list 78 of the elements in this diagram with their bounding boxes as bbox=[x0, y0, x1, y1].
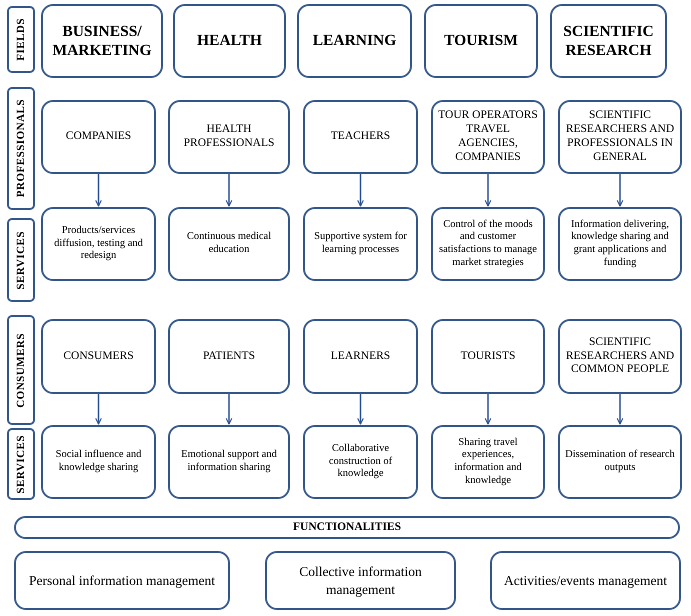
service-box bbox=[431, 425, 545, 499]
box-label: Collaborative construction of knowledge bbox=[328, 443, 394, 481]
field-box bbox=[297, 4, 412, 78]
box-label: LEARNERS bbox=[330, 350, 390, 364]
box-label: BUSINESS/ MARKETING bbox=[51, 22, 153, 60]
box-label: LEARNING bbox=[312, 31, 396, 51]
row-header bbox=[7, 218, 35, 302]
row-label: PROFESSIONALS bbox=[14, 99, 28, 198]
row-header bbox=[7, 87, 35, 210]
service-box bbox=[303, 207, 418, 281]
box-label: Emotional support and information sharing bbox=[180, 449, 278, 475]
service-box bbox=[168, 425, 290, 499]
arrow bbox=[616, 174, 624, 207]
service-box bbox=[303, 425, 418, 499]
role-box bbox=[558, 319, 682, 394]
box-label: Control of the moods and customer satisfactions to manage market strategies bbox=[438, 218, 538, 270]
box-label: SCIENTIFIC RESEARCHERS AND PROFESSIONALS IN GENERAL bbox=[565, 109, 675, 165]
box-label: TOURISTS bbox=[460, 350, 516, 364]
arrow bbox=[484, 394, 492, 425]
arrow bbox=[95, 394, 102, 425]
arrow bbox=[357, 394, 364, 425]
box-label: HEALTH bbox=[197, 31, 262, 51]
box-label: Sharing travel experiences, information and knowledge bbox=[453, 436, 523, 488]
box-label: Social influence and knowledge sharing bbox=[54, 449, 142, 475]
arrow bbox=[484, 174, 492, 207]
row-label: CONSUMERS bbox=[14, 332, 28, 408]
role-box bbox=[431, 319, 545, 394]
box-label: Products/services diffusion, testing and redesign bbox=[53, 225, 144, 263]
role-box bbox=[558, 100, 682, 174]
box-label: TOURISM bbox=[444, 31, 518, 51]
row-label: FIELDS bbox=[14, 18, 28, 61]
role-box bbox=[303, 319, 418, 394]
box-label: Supportive system for learning processes bbox=[313, 231, 408, 257]
box-label: Dissemination of research outputs bbox=[565, 449, 675, 475]
box-label: PATIENTS bbox=[203, 350, 255, 364]
function-box bbox=[490, 551, 681, 610]
arrow bbox=[226, 174, 232, 207]
box-label: COMPANIES bbox=[66, 130, 132, 144]
field-box bbox=[41, 4, 163, 78]
box-label: HEALTH PROFESSIONALS bbox=[182, 123, 276, 151]
box-label: SCIENTIFIC RESEARCH bbox=[562, 22, 655, 60]
service-box bbox=[41, 207, 156, 281]
box-label: TEACHERS bbox=[330, 130, 390, 144]
field-box bbox=[173, 4, 286, 78]
row-header bbox=[7, 6, 35, 73]
role-box bbox=[431, 100, 545, 174]
box-label: FUNCTIONALITIES bbox=[293, 520, 401, 534]
box-label: TOUR OPERATORS TRAVEL AGENCIES, COMPANIES bbox=[438, 109, 538, 165]
field-box bbox=[424, 4, 538, 78]
role-box bbox=[41, 100, 156, 174]
row-label: SERVICES bbox=[14, 230, 28, 290]
row-header bbox=[7, 428, 35, 500]
service-box bbox=[168, 207, 290, 281]
section-bar bbox=[14, 516, 680, 539]
box-label: Continuous medical education bbox=[186, 231, 272, 257]
row-label: SERVICES bbox=[14, 434, 28, 494]
arrow bbox=[616, 394, 624, 425]
role-box bbox=[303, 100, 418, 174]
field-box bbox=[550, 4, 667, 78]
service-box bbox=[558, 425, 682, 499]
role-box bbox=[168, 100, 290, 174]
role-box bbox=[41, 319, 156, 394]
arrow bbox=[226, 394, 232, 425]
box-label: Information delivering, knowledge sharing and grant applications and funding bbox=[570, 218, 670, 270]
arrow bbox=[95, 174, 102, 207]
box-label: CONSUMERS bbox=[63, 350, 134, 364]
service-box bbox=[431, 207, 545, 281]
function-box bbox=[265, 551, 456, 610]
box-label: Personal information management bbox=[29, 572, 215, 590]
arrow bbox=[357, 174, 364, 207]
box-label: Activities/events management bbox=[504, 572, 668, 590]
row-header bbox=[7, 315, 35, 425]
function-box bbox=[14, 551, 230, 610]
box-label: Collective information management bbox=[298, 562, 423, 598]
service-box bbox=[558, 207, 682, 281]
service-box bbox=[41, 425, 156, 499]
box-label: SCIENTIFIC RESEARCHERS AND COMMON PEOPLE bbox=[565, 336, 675, 378]
role-box bbox=[168, 319, 290, 394]
